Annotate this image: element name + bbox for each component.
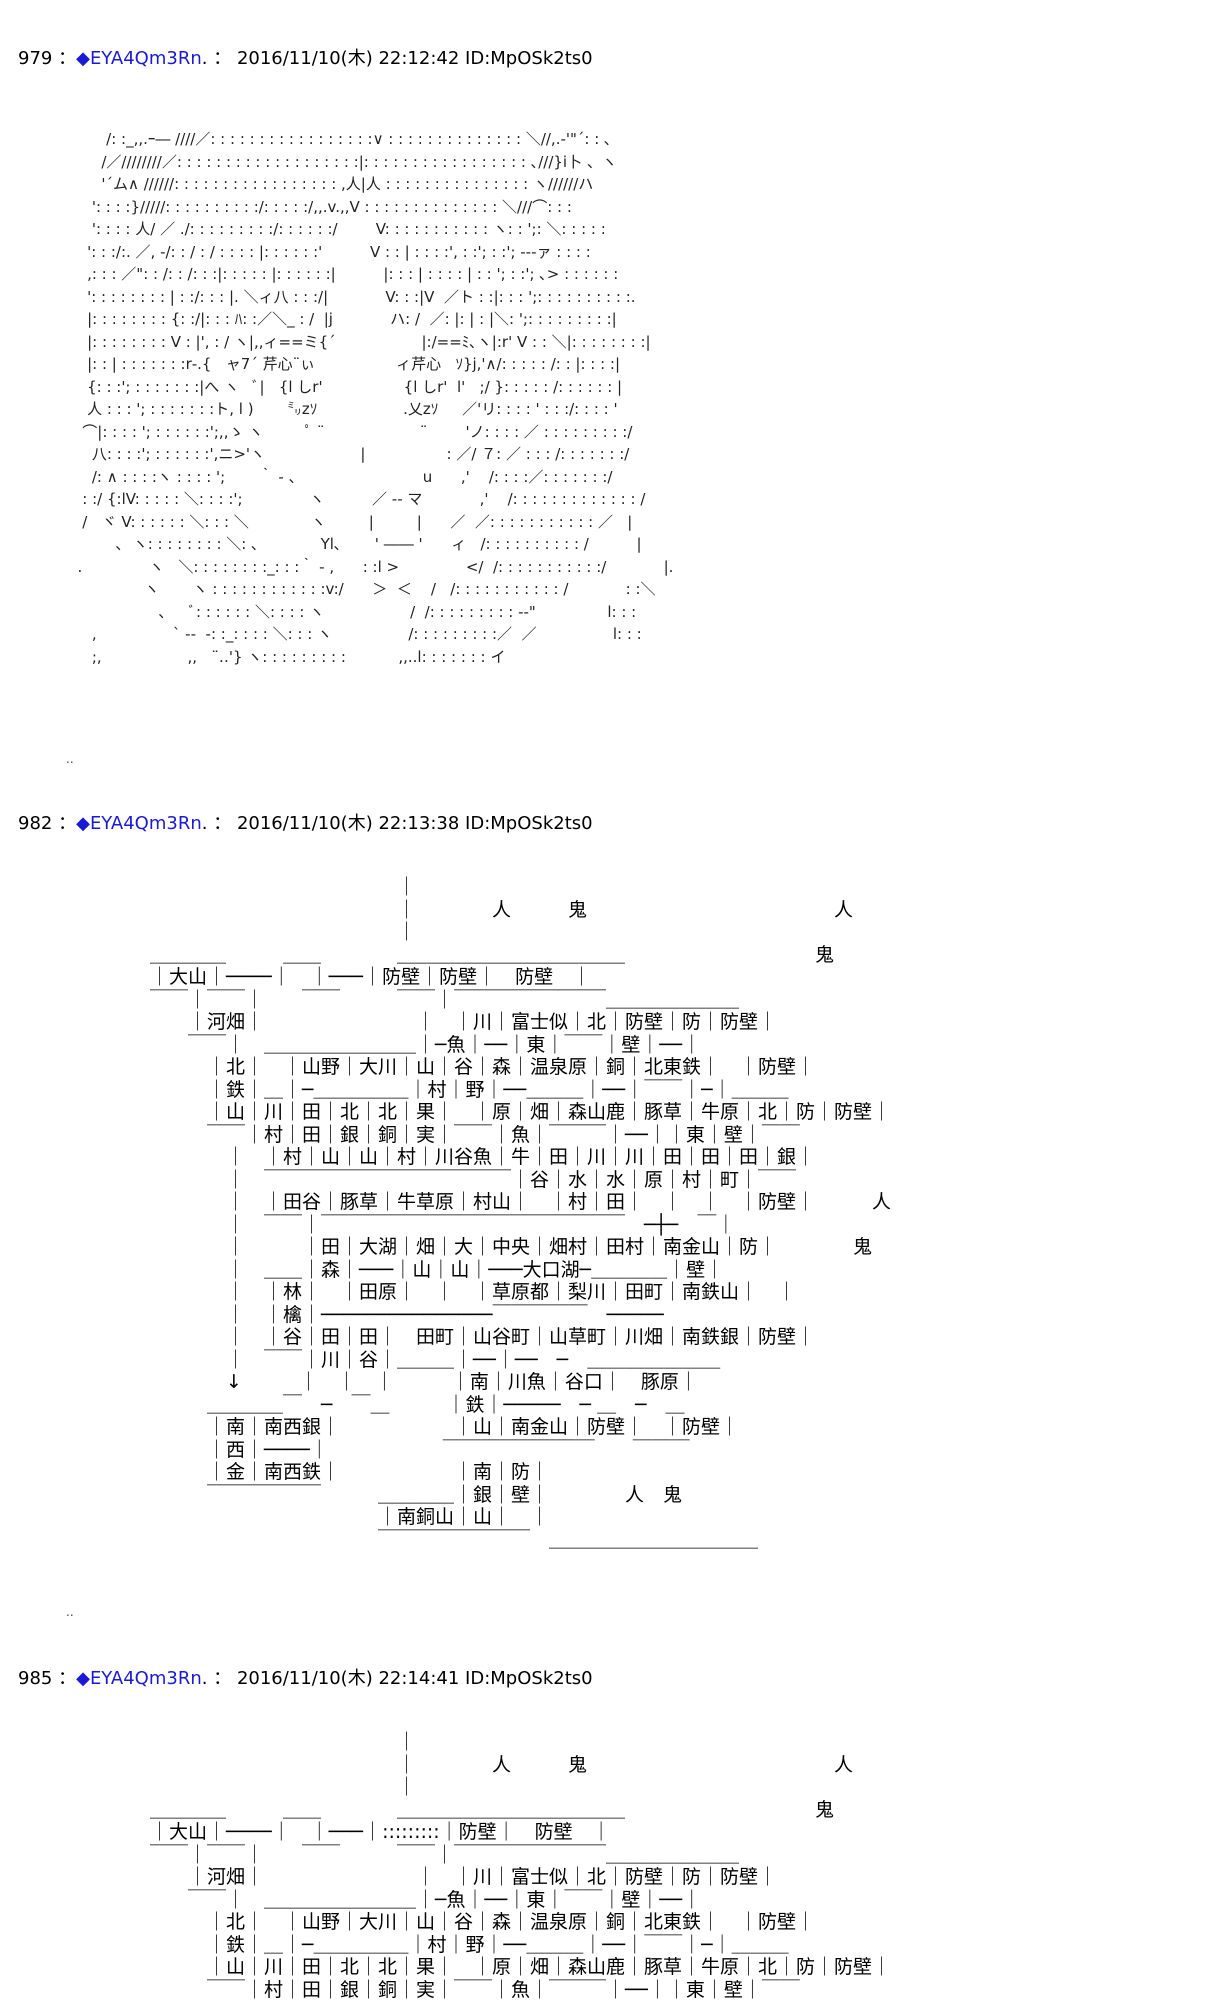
aa-line: ＿＿＿＿ ＿＿ ＿＿＿＿＿＿＿＿＿＿＿＿ 鬼: [150, 944, 891, 967]
trip-name[interactable]: EYA4Qm3Rn: [90, 813, 202, 834]
post-id: ID:MpOSk2ts0: [465, 813, 593, 834]
aa-line: ｜ ＿＿｜森｜───｜山｜山｜───大口湖─＿＿＿＿｜壁｜: [150, 1259, 891, 1282]
aa-line: ↓ ｜ ｜ ｜ ｜南｜川魚｜谷口｜ 豚原｜: [150, 1371, 891, 1394]
aa-line: ｜: [150, 876, 891, 899]
aa-line: 八: : : :'; : : : : : :',ニ>'ヽ | : ／/ ７: ／…: [68, 443, 673, 466]
aa-line: . ヽ ＼: : : : : : : :_: : :｀ ‐ , : :l > <…: [68, 556, 673, 579]
aa-line: ｜南｜南西銀｜ ｜山｜南金山｜防壁｜ ｜防壁｜: [150, 1416, 891, 1439]
aa-line: ｜金｜南西鉄｜ ｜南｜防｜: [150, 1461, 891, 1484]
trip-name[interactable]: EYA4Qm3Rn: [90, 48, 202, 69]
diamond-icon: ◆: [76, 1668, 90, 1689]
aa-line: /: ∧ : : : :ヽ : : : : '; ｀ ‐ 、 u ,' /: :…: [68, 466, 673, 489]
aa-line: ｜ ￣￣￣￣￣￣￣￣￣￣￣￣￣｜谷｜水｜水｜原｜村｜町｜￣￣: [150, 1169, 891, 1192]
aa-line: ｜ ￣￣｜￣￣￣￣￣￣￣￣￣￣￣￣￣￣￣￣ ─┼─ ￣｜: [150, 1214, 891, 1237]
aa-line: ､ ヽ: : : : : : : : ＼: ､ Yl､ ' ―― ' ィ /: …: [68, 533, 673, 556]
post-number: 979: [18, 48, 52, 69]
aa-line: ￣￣｜村｜田｜銀｜銅｜実｜￣￣｜魚｜￣￣￣｜──｜｜東｜壁｜￣￣: [150, 1124, 891, 1147]
aa-line: ;, ,, ¨‥'} ヽ: : : : : : : : : ,,..l: : :…: [68, 646, 673, 669]
aa-line: ｜西｜────｜ ￣￣￣￣￣￣￣￣ ￣￣￣: [150, 1439, 891, 1462]
post-number: 985: [18, 1668, 52, 1689]
aa-line: ￣￣｜￣￣｜ ￣￣ ￣￣｜￣￣￣￣￣￣￣￣＿＿＿＿＿＿＿: [150, 1844, 891, 1867]
aa-line: ￣￣｜ ＿＿＿＿＿＿＿＿｜─魚｜──｜東｜￣￣｜壁｜──｜: [150, 1034, 891, 1057]
aa-line: 人 : : : '; : : : : : : :ト, l ) ㍉zｿ .乂zｿ …: [68, 398, 673, 421]
post-trailer: ..: [66, 1605, 74, 1619]
aa-line: |: : : : : : : : V : |', : / ヽ|,,ィ==ミ{´ …: [68, 331, 673, 354]
separator: ：: [58, 48, 76, 69]
aa-line: ｜: [150, 1776, 891, 1799]
aa-line: ｜ ｜林｜ ｜田原｜ ｜ ｜草原都｜梨川｜田町｜南鉄山｜ ｜: [150, 1281, 891, 1304]
aa-line: ｜ ｜田｜大湖｜畑｜大｜中央｜畑村｜田村｜南金山｜防｜ 鬼: [150, 1236, 891, 1259]
post-trailer: ..: [66, 752, 74, 766]
aa-line: ￣￣￣￣￣￣ ＿＿＿＿｜銀｜壁｜ 人 鬼: [150, 1484, 891, 1507]
aa-line: ': : :/:. ／, -/: : / : / : : : : |: : : …: [68, 241, 673, 264]
aa-line: ｜ ｜村｜山｜山｜村｜川谷魚｜牛｜田｜川｜川｜田｜田｜田｜銀｜: [150, 1146, 891, 1169]
aa-line: ￣￣｜村｜田｜銀｜銅｜実｜￣￣｜魚｜￣￣￣｜──｜｜東｜壁｜￣￣: [150, 1979, 891, 2001]
post-datetime: 2016/11/10(木) 22:13:38: [237, 813, 459, 834]
aa-line: ￣￣｜￣￣｜ ￣￣ ￣￣｜￣￣￣￣￣￣￣￣＿＿＿＿＿＿＿: [150, 989, 891, 1012]
aa-line: ｜ ｜田谷｜豚草｜牛草原｜村山｜ ｜村｜田｜ ｜ ｜ ｜防壁｜ 人: [150, 1191, 891, 1214]
ascii-art: /: :_,,.ｰ― ////／: : : : : : : : : : : : …: [68, 128, 673, 668]
post-id: ID:MpOSk2ts0: [465, 1668, 593, 1689]
post-header: 982 ：◆EYA4Qm3Rn. ： 2016/11/10(木) 22:13:3…: [18, 809, 593, 835]
aa-line: ': : : :}/////: : : : : : : : : :/: : : …: [68, 196, 673, 219]
aa-line: ｜山｜川｜田｜北｜北｜果｜ ｜原｜畑｜森山鹿｜豚草｜牛原｜北｜防｜防壁｜: [150, 1101, 891, 1124]
aa-line: ｜ 人 鬼 人: [150, 1754, 891, 1777]
aa-line: /: :_,,.ｰ― ////／: : : : : : : : : : : : …: [68, 128, 673, 151]
aa-line: ＿＿＿＿ ＿＿ ＿＿＿＿＿＿＿＿＿＿＿＿ 鬼: [150, 1799, 891, 1822]
aa-line: ｜鉄｜＿｜─＿＿＿＿＿｜村｜野｜──＿＿＿｜──｜￣￣｜─｜＿＿＿: [150, 1079, 891, 1102]
aa-line: ｜ ｜檎｜───────────────￣￣￣￣￣ ─────: [150, 1304, 891, 1327]
aa-line: ｜南銅山｜山｜ ｜: [150, 1506, 891, 1529]
aa-line: '´ム∧ //////: : : : : : : : : : : : : : :…: [68, 173, 673, 196]
aa-line: ＿＿＿＿￣ ─ ￣＿ ｜鉄｜───── ─ ＿ ─ ＿: [150, 1394, 891, 1417]
aa-line: |: : | : : : : : : :r‐.{ ャ7´ 芹心¨ぃ ィ芹心 ｿ}…: [68, 353, 673, 376]
aa-line: , ` ‐- -: :_: : : : ＼: : : ヽ /: : : : : …: [68, 623, 673, 646]
trip-suffix: . ：: [202, 48, 231, 69]
aa-line: / ヾ V: : : : : : ＼: : : ＼ ヽ | | ／ ／: : :…: [68, 511, 673, 534]
trip-suffix: . ：: [202, 813, 231, 834]
aa-line: |: : : : : : : : {: :/|: : : ﾊ: :／＼_ : /…: [68, 308, 673, 331]
trip-suffix: . ：: [202, 1668, 231, 1689]
aa-line: ,: : : ／": : /: : /: : :|: : : : : |: : …: [68, 263, 673, 286]
aa-line: ￣￣￣￣￣￣￣￣ ＿＿＿＿＿＿＿＿＿＿＿: [150, 1529, 891, 1552]
aa-line: ｜河畑｜ ｜ ｜川｜富士似｜北｜防壁｜防｜防壁｜: [150, 1011, 891, 1034]
trip-name[interactable]: EYA4Qm3Rn: [90, 1668, 202, 1689]
aa-line: {: : :'; : : : : : : :|へ ヽ ﾞ| {l しr' {l …: [68, 376, 673, 399]
aa-line: ｜北｜ ｜山野｜大川｜山｜谷｜森｜温泉原｜銅｜北東鉄｜ ｜防壁｜: [150, 1056, 891, 1079]
aa-line: ｜ ｜谷｜田｜田｜ 田町｜山谷町｜山草町｜川畑｜南鉄銀｜防壁｜: [150, 1326, 891, 1349]
aa-line: ￣￣｜ ＿＿＿＿＿＿＿＿｜─魚｜──｜東｜￣￣｜壁｜──｜: [150, 1889, 891, 1912]
aa-line: ｜鉄｜＿｜─＿＿＿＿＿｜村｜野｜──＿＿＿｜──｜￣￣｜─｜＿＿＿: [150, 1934, 891, 1957]
post-header: 985 ：◆EYA4Qm3Rn. ： 2016/11/10(木) 22:14:4…: [18, 1664, 593, 1690]
post-id: ID:MpOSk2ts0: [465, 48, 593, 69]
post-datetime: 2016/11/10(木) 22:14:41: [237, 1668, 459, 1689]
aa-line: /／////////／: : : : : : : : : : : : : : :…: [68, 151, 673, 174]
aa-line: ｜大山｜────｜ ｜───｜防壁｜防壁｜ 防壁 ｜: [150, 966, 891, 989]
diamond-icon: ◆: [76, 813, 90, 834]
ascii-map: ｜ ｜ 人 鬼 人 ｜＿＿＿＿ ＿＿ ＿＿＿＿＿＿＿＿＿＿＿＿ 鬼｜大山｜───…: [150, 876, 891, 1551]
diamond-icon: ◆: [76, 48, 90, 69]
aa-line: ヽ ヽ : : : : : : : : : : : :v:/ ＞ ＜ / /: …: [68, 578, 673, 601]
aa-line: ⌒|: : : : '; : : : : : :';,,ゝ ヽ ﾟ ¨ ¨ 'ノ…: [68, 421, 673, 444]
ascii-map: ｜ ｜ 人 鬼 人 ｜＿＿＿＿ ＿＿ ＿＿＿＿＿＿＿＿＿＿＿＿ 鬼｜大山｜───…: [150, 1731, 891, 2001]
aa-line: ｜河畑｜ ｜ ｜川｜富士似｜北｜防壁｜防｜防壁｜: [150, 1866, 891, 1889]
aa-line: ｜北｜ ｜山野｜大川｜山｜谷｜森｜温泉原｜銅｜北東鉄｜ ｜防壁｜: [150, 1911, 891, 1934]
aa-line: ｜大山｜────｜ ｜───｜:::::::::｜防壁｜ 防壁 ｜: [150, 1821, 891, 1844]
post-header: 979 ：◆EYA4Qm3Rn. ： 2016/11/10(木) 22:12:4…: [18, 44, 593, 70]
post-datetime: 2016/11/10(木) 22:12:42: [237, 48, 459, 69]
aa-line: ｜: [150, 1731, 891, 1754]
aa-line: ': : : : 人/ ／ ./: : : : : : : : :/: : : …: [68, 218, 673, 241]
aa-line: ､ ﾞ: : : : : : ＼: : : : ヽ / /: : : : : :…: [68, 601, 673, 624]
aa-line: ｜: [150, 921, 891, 944]
aa-line: ': : : : : : : : | : :/: : : |. ＼ィ八 : : …: [68, 286, 673, 309]
aa-line: ｜ ￣￣｜川｜谷｜＿＿＿｜──｜── ─ ＿＿＿＿＿＿＿: [150, 1349, 891, 1372]
separator: ：: [58, 1668, 76, 1689]
post-number: 982: [18, 813, 52, 834]
aa-line: ｜ 人 鬼 人: [150, 899, 891, 922]
separator: ：: [58, 813, 76, 834]
aa-line: ｜山｜川｜田｜北｜北｜果｜ ｜原｜畑｜森山鹿｜豚草｜牛原｜北｜防｜防壁｜: [150, 1956, 891, 1979]
aa-line: : :/ {:lV: : : : : ＼: : : :'; ヽ ／ ‐‐ マ ,…: [68, 488, 673, 511]
